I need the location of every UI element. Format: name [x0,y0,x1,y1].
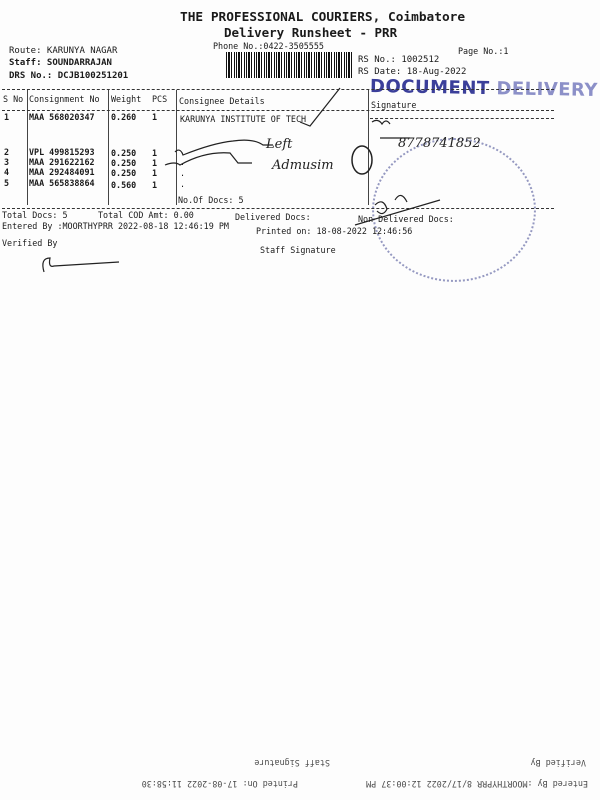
row-weight: 0.250 [111,148,137,158]
row-sno: 2 [4,147,10,157]
rs-date: RS Date: 18-Aug-2022 [358,67,467,77]
route: Route: KARUNYA NAGAR [9,46,118,56]
bleed-staff-signature: Staff Signature [254,758,330,768]
page-number: Page No.:1 [458,46,509,56]
bleed-verified-by: Verified By [530,758,586,768]
staff-signature: Staff Signature [260,245,336,255]
row-sno: 1 [4,112,10,122]
divider [370,118,554,119]
delivered-docs: Delivered Docs: [235,212,311,222]
total-docs: Total Docs: 5 [2,210,68,220]
bleed-through-text: Entered By :MOORTHYPRR 8/17/2022 12:00:3… [0,735,600,795]
handwritten-admission: Admusim [272,158,334,173]
row-sno: 5 [4,178,10,188]
row-consignment: MAA 568020347 [29,112,95,122]
handwritten-marks [42,87,441,273]
row-pcs: 1 [152,158,158,168]
column-line [108,90,109,205]
col-sno: S No [3,94,24,104]
row-pcs: 1 [152,148,158,158]
bleed-printed-on: Printed On: 17-08-2022 11:58:30 [141,779,298,789]
seal-stamp [372,138,536,282]
row-consignee: . [180,168,186,178]
bleed-entered-by: Entered By :MOORTHYPRR 8/17/2022 12:00:3… [366,779,588,789]
row-consignment: VPL 499815293 [29,147,95,157]
row-weight: 0.250 [111,168,137,178]
no-of-docs: No.Of Docs: 5 [178,195,244,205]
row-consignee: . [180,157,186,167]
row-consignment: MAA 291622162 [29,157,95,167]
row-consignment: MAA 292484091 [29,167,95,177]
row-pcs: 1 [152,168,158,178]
handwritten-phone: 8778741852 [398,136,481,151]
staff: Staff: SOUNDARRAJAN [9,58,112,68]
row-pcs: 1 [152,180,158,190]
row-sno: 3 [4,157,10,167]
phone-number: Phone No.:0422-3505555 [213,41,324,51]
row-pcs: 1 [152,112,158,122]
rs-number: RS No.: 1002512 [358,55,440,65]
row-weight: 0.250 [111,158,137,168]
row-consignee: . [180,146,186,156]
non-delivered-docs: Non Delivered Docs: [358,214,454,224]
divider [2,110,554,111]
row-consignment: MAA 565838864 [29,178,95,188]
drs-number: DRS No.: DCJB100251201 [9,71,129,81]
barcode [226,52,352,78]
row-consignee: KARUNYA INSTITUTE OF TECH [180,114,307,124]
row-weight: 0.560 [111,180,137,190]
company-title: THE PROFESSIONAL COURIERS, Coimbatore [180,10,466,25]
col-pcs: PCS [152,94,168,104]
handwritten-left: Left [266,137,293,152]
col-signature: Signature [371,100,417,110]
row-weight: 0.260 [111,112,137,122]
divider [2,89,554,90]
document-subtitle: Delivery Runsheet - PRR [224,25,398,40]
col-consignment: Consignment No [29,94,100,104]
entered-by: Entered By :MOORTHYPRR 2022-08-18 12:46:… [2,221,229,231]
total-cod: Total COD Amt: 0.00 [98,210,194,220]
row-consignee: . [180,179,186,189]
printed-on: Printed on: 18-08-2022 12:46:56 [256,226,413,236]
column-line [176,90,177,205]
column-line [368,90,369,205]
col-consignee: Consignee Details [179,96,265,106]
column-line [27,90,28,205]
row-sno: 4 [4,167,10,177]
divider [2,208,554,209]
col-weight: Weight [111,94,142,104]
verified-by: Verified By [2,238,58,248]
